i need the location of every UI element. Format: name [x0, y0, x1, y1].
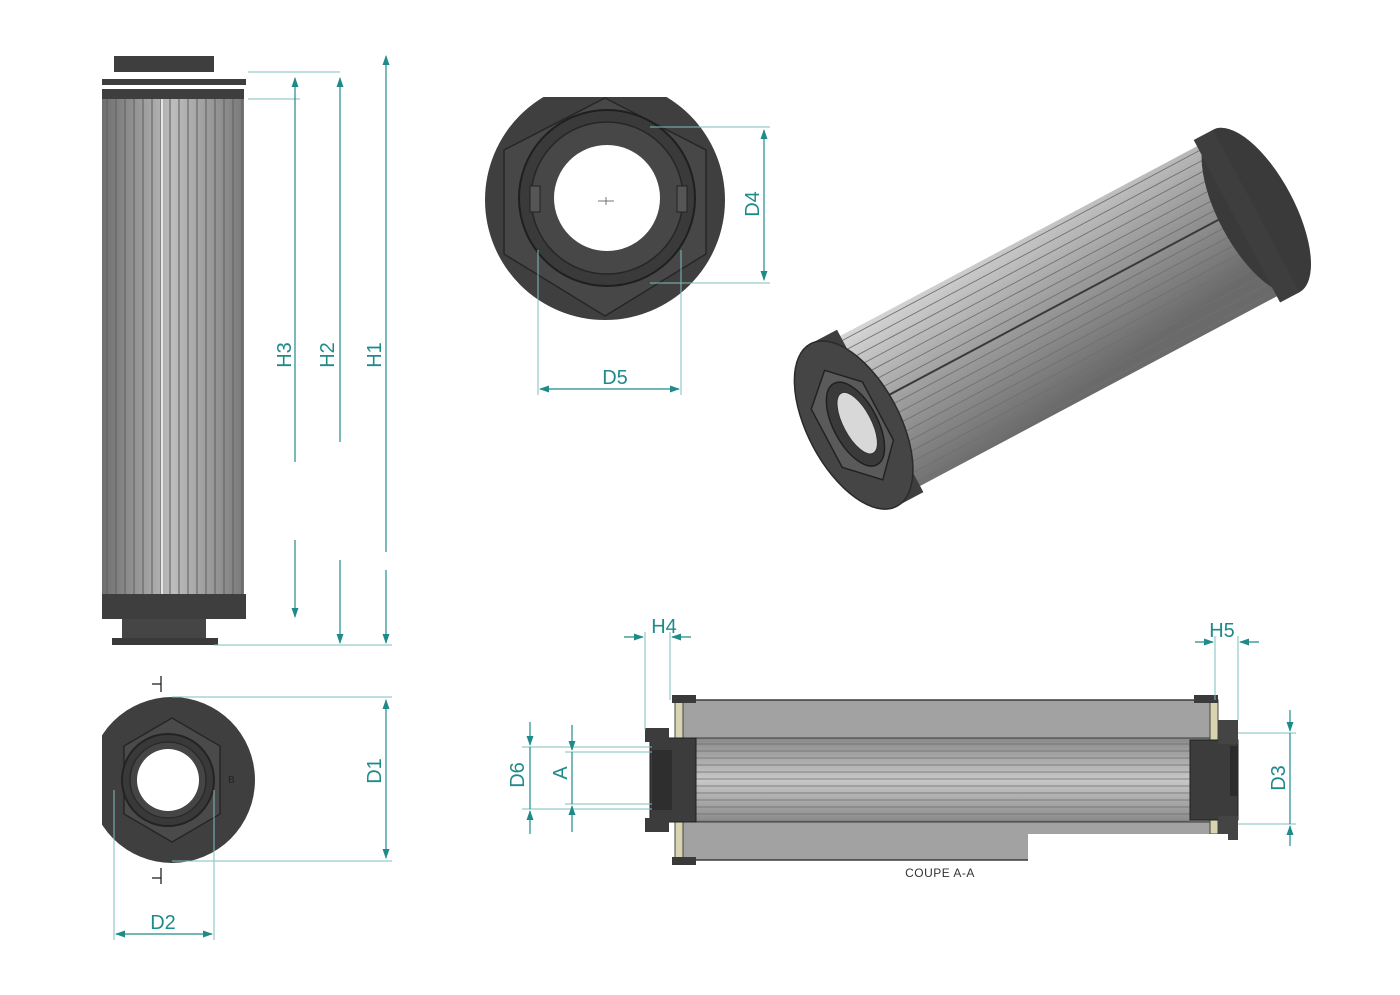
pleat-line — [878, 219, 1241, 413]
filter-body — [102, 99, 244, 595]
dimension-a: A — [550, 725, 652, 832]
bottom-cap — [102, 594, 246, 619]
pleat-line — [887, 236, 1251, 430]
pleat-line — [892, 245, 1255, 439]
d6-label: D6 — [507, 762, 529, 788]
d4-label: D4 — [742, 191, 764, 217]
d1-label: D1 — [364, 758, 386, 784]
pleat-line — [915, 289, 1279, 483]
h2-label: H2 — [317, 342, 339, 368]
isometric-view — [793, 127, 1312, 510]
section-left-cap-bottom — [672, 857, 696, 865]
section-left-cap-top — [672, 695, 696, 703]
dimension-h2: H2 — [317, 77, 344, 644]
iso-far-cap-band — [1193, 129, 1300, 303]
h-extension-lines — [214, 71, 392, 646]
front-elevation — [102, 56, 246, 645]
pleat-line — [873, 209, 1237, 404]
a-label: A — [550, 766, 572, 780]
h3-label: H3 — [274, 342, 296, 368]
pleat-line — [901, 263, 1265, 457]
section-right-seal-top — [1218, 720, 1238, 744]
section-right-cap-top — [1194, 695, 1218, 703]
dimension-d1: D1 — [172, 696, 392, 862]
top-view-clip — [470, 60, 750, 97]
section-mask — [1028, 834, 1228, 868]
b-label: B — [228, 775, 235, 786]
dimension-h3: H3 — [274, 77, 299, 618]
section-left-thread — [652, 750, 672, 810]
d3-label: D3 — [1268, 765, 1290, 791]
pleat-line — [840, 148, 1204, 342]
section-marker-bottom — [152, 868, 162, 884]
pleat-line — [845, 157, 1208, 351]
pleat-line — [854, 174, 1218, 369]
pleat-line — [850, 166, 1213, 360]
bottom-view: B — [80, 676, 255, 884]
pleat-line — [911, 280, 1274, 475]
h1-label: H1 — [364, 342, 386, 368]
iso-bore — [836, 391, 878, 455]
top-view-bore — [554, 145, 660, 251]
h4-label: H4 — [651, 616, 677, 638]
dimension-d6: D6 — [507, 722, 652, 834]
d5-label: D5 — [602, 367, 628, 389]
pleat-line — [906, 271, 1269, 466]
dimension-h4: H4 — [624, 616, 691, 730]
pleat-line — [859, 183, 1222, 377]
front-pleats — [106, 99, 243, 594]
center-mark — [598, 197, 614, 205]
bottom-flange — [112, 638, 218, 645]
section-right-bore — [1230, 746, 1238, 796]
top-view-notch-right — [676, 185, 688, 213]
section-caption: COUPE A-A — [905, 866, 975, 880]
iso-pleats — [840, 148, 1279, 483]
top-view — [470, 60, 750, 320]
section-pleats — [696, 743, 1190, 822]
bottom-spigot — [122, 619, 206, 641]
top-plug — [114, 56, 214, 72]
top-view-notch-left — [529, 185, 541, 213]
section-a-a: COUPE A-A — [645, 695, 1239, 880]
pleat-line — [868, 201, 1232, 395]
dimension-d2: D2 — [113, 790, 215, 940]
section-marker-top — [152, 676, 162, 692]
bottom-view-clip — [80, 690, 102, 870]
bottom-view-bore — [137, 749, 199, 811]
section-left-flange-bottom — [645, 818, 669, 832]
dimension-d3: D3 — [1238, 710, 1296, 846]
pleat-line — [864, 192, 1227, 386]
dimension-d5: D5 — [537, 250, 682, 395]
top-plate-outer — [102, 79, 246, 85]
dimension-d4: D4 — [650, 126, 770, 284]
dimension-h1: H1 — [364, 55, 390, 644]
h5-label: H5 — [1209, 620, 1235, 642]
dimension-h5: H5 — [1195, 620, 1259, 720]
top-plate-inner — [102, 89, 244, 99]
pleat-line — [896, 254, 1260, 448]
pleat-line — [882, 227, 1246, 422]
section-left-flange-top — [645, 728, 669, 742]
d2-label: D2 — [150, 912, 176, 934]
